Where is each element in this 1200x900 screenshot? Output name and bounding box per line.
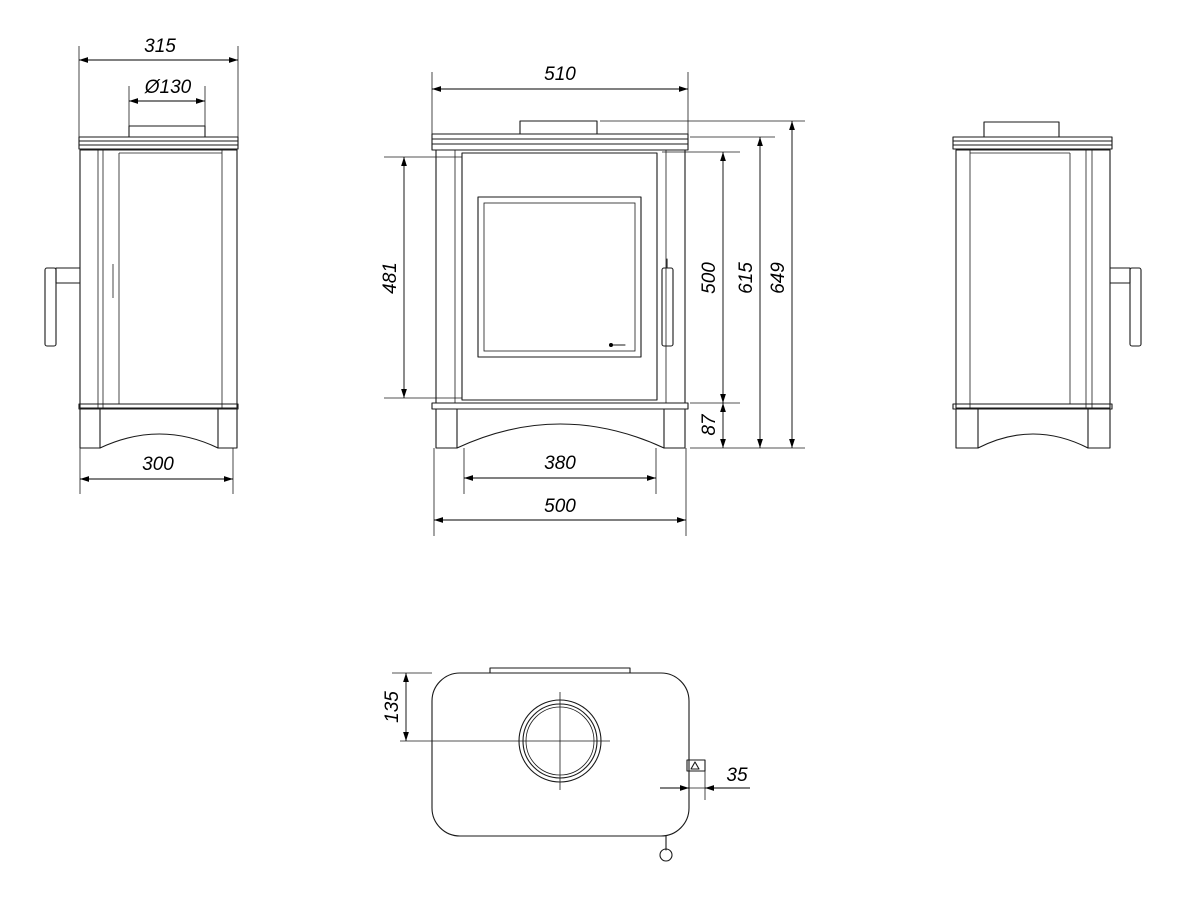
plan-view (400, 667, 706, 862)
dim-649: 649 (768, 262, 789, 294)
dim-510: 510 (544, 64, 576, 85)
dimension-lines (78, 46, 805, 800)
dim-481: 481 (380, 262, 401, 294)
dim-135: 135 (382, 691, 403, 723)
dim-315: 315 (144, 36, 176, 57)
left-side-view (44, 125, 239, 449)
dim-615: 615 (736, 262, 757, 294)
dim-35: 35 (726, 765, 748, 786)
dimension-labels: 315 Ø130 300 510 481 500 615 649 87 380 … (142, 36, 789, 786)
front-view (431, 120, 689, 449)
dim-flue-diameter: Ø130 (144, 77, 192, 98)
dim-500-width: 500 (544, 496, 576, 517)
dim-500-height: 500 (699, 262, 720, 294)
dim-87: 87 (699, 413, 720, 436)
right-side-view (952, 121, 1142, 449)
dim-300: 300 (142, 454, 174, 475)
dim-380: 380 (544, 453, 576, 474)
